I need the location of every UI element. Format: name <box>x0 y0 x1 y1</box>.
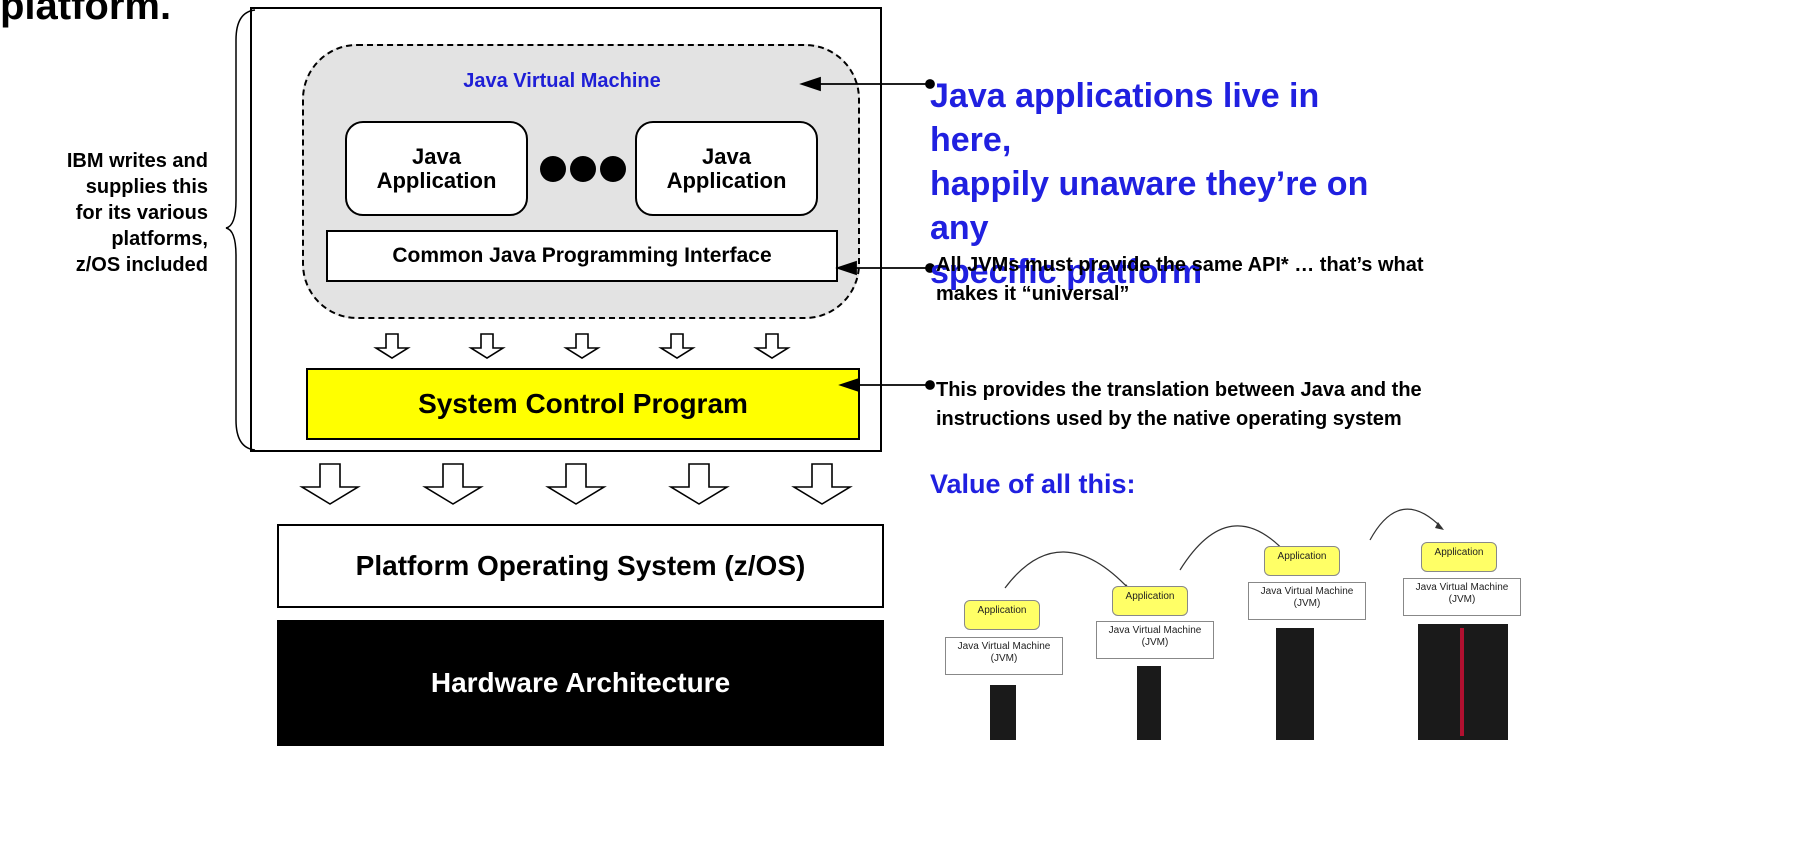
hardware-label: Hardware Architecture <box>430 667 731 698</box>
mini-jvm-line: Java Virtual Machine <box>1108 625 1202 636</box>
java-application-box: Java Application <box>635 121 818 216</box>
down-arrow-icon <box>668 463 730 505</box>
callout-api: All JVMs must provide the same API* … th… <box>936 251 1800 309</box>
down-arrow-icon <box>422 463 484 505</box>
mini-application-box: Application <box>1421 542 1497 572</box>
app-label-line: Application <box>376 167 497 193</box>
bullet-dot-icon <box>925 380 935 390</box>
mainframe-icon <box>1418 624 1508 740</box>
mini-jvm-line: Java Virtual Machine <box>957 641 1051 652</box>
callout-line: instructions used by the native operatin… <box>936 408 1402 430</box>
page-heading: platform. <box>0 0 172 28</box>
curved-arrow-icon <box>1004 551 1131 591</box>
platform-os-box: Platform Operating System (z/OS) <box>277 524 884 608</box>
system-control-program-box: System Control Program <box>306 368 860 440</box>
hardware-architecture-box: Hardware Architecture <box>277 620 884 746</box>
callout-line: Java applications live in here, <box>930 77 1320 159</box>
mini-jvm-box: Java Virtual Machine (JVM) <box>1403 578 1521 616</box>
app-label-line: Java <box>412 143 461 169</box>
java-application-box: Java Application <box>345 121 528 216</box>
mini-jvm-box: Java Virtual Machine (JVM) <box>1248 582 1366 620</box>
mini-jvm-line: (JVM) <box>1448 594 1476 605</box>
curved-arrow-icon <box>1179 525 1289 571</box>
portability-illustration: Application Java Virtual Machine (JVM) A… <box>930 500 1538 746</box>
mini-application-box: Application <box>964 600 1040 630</box>
down-arrow-icon <box>545 463 607 505</box>
os-label: Platform Operating System (z/OS) <box>355 550 806 581</box>
jvm-label: Java Virtual Machine <box>463 70 661 92</box>
down-arrow-icon <box>299 463 361 505</box>
callout-line: This provides the translation between Ja… <box>936 379 1422 401</box>
mini-jvm-line: (JVM) <box>990 653 1018 664</box>
mini-jvm-box: Java Virtual Machine (JVM) <box>1096 621 1214 659</box>
server-icon <box>990 685 1016 740</box>
value-heading: Value of all this: <box>930 469 1136 499</box>
callout-line: specific platform <box>930 253 1203 291</box>
note-line: for its various <box>75 202 208 224</box>
callout-scp: This provides the translation between Ja… <box>936 376 1800 434</box>
note-line: supplies this <box>85 176 208 198</box>
note-line: IBM writes and <box>66 150 208 172</box>
server-icon <box>1276 628 1314 740</box>
mini-jvm-line: Java Virtual Machine <box>1415 582 1509 593</box>
ibm-supplies-note: IBM writes and supplies this for its var… <box>0 148 208 278</box>
server-icon <box>1137 666 1161 740</box>
ellipsis-dots-icon <box>540 156 626 182</box>
callout-line: happily unaware they’re on any <box>930 165 1369 247</box>
app-label-line: Application <box>666 167 787 193</box>
mini-application-box: Application <box>1264 546 1340 576</box>
callout-jvm: Java applications live in here, happily … <box>930 74 1370 294</box>
down-arrow-icon <box>791 463 853 505</box>
common-api-box: Common Java Programming Interface <box>326 230 838 282</box>
curved-arrow-icon <box>1369 508 1443 541</box>
mini-jvm-line: (JVM) <box>1293 598 1321 609</box>
callout-line: makes it “universal” <box>936 283 1130 305</box>
mini-jvm-line: Java Virtual Machine <box>1260 586 1354 597</box>
mini-jvm-line: (JVM) <box>1141 637 1169 648</box>
app-label-line: Java <box>702 143 751 169</box>
note-line: platforms, <box>111 228 208 250</box>
mini-application-box: Application <box>1112 586 1188 616</box>
scp-label: System Control Program <box>418 388 748 419</box>
mini-jvm-box: Java Virtual Machine (JVM) <box>945 637 1063 675</box>
note-line: z/OS included <box>75 254 208 276</box>
api-label: Common Java Programming Interface <box>392 244 772 267</box>
callout-line: All JVMs must provide the same API* … th… <box>936 254 1424 276</box>
large-down-arrows <box>299 463 853 505</box>
